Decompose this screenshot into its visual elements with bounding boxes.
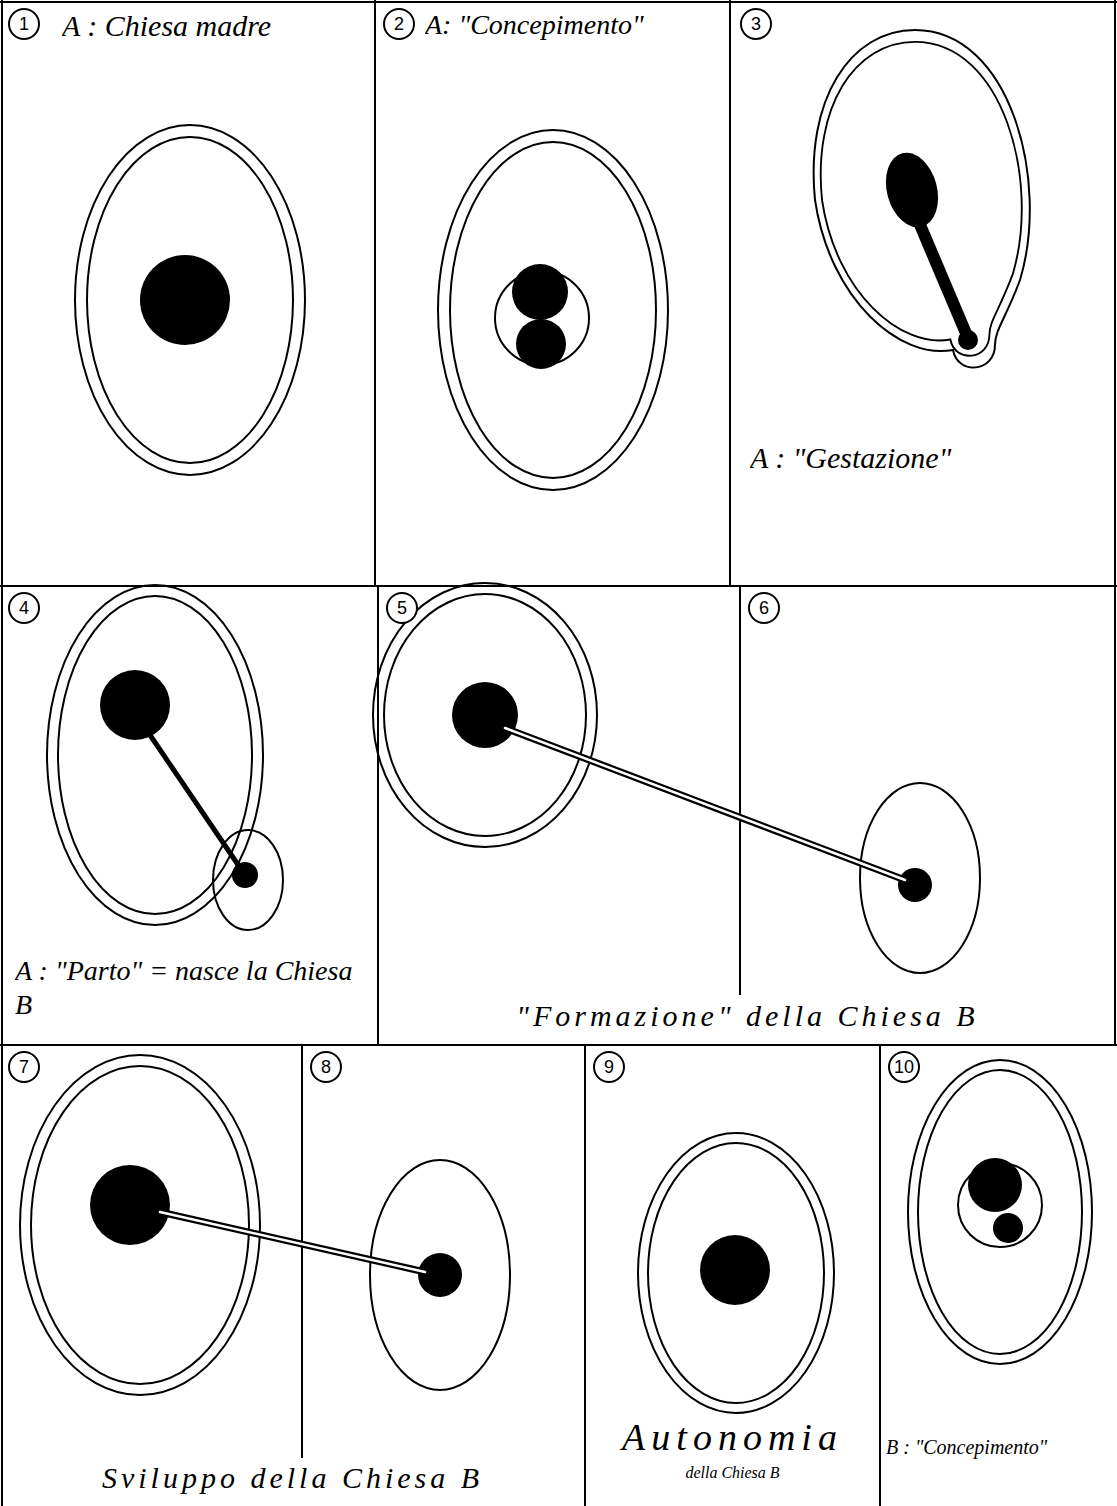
caption: A : Chiesa madre (62, 8, 367, 44)
callout-number: 6 (748, 592, 780, 624)
panel: 8 (302, 1045, 585, 1506)
callout-number: 10 (888, 1051, 920, 1083)
church-outlines (20, 30, 1092, 1413)
callout-number: 8 (310, 1051, 342, 1083)
callout-number: 2 (383, 8, 415, 40)
callout-number: 1 (8, 8, 40, 40)
callout-number: 9 (593, 1051, 625, 1083)
callout-number: 3 (740, 8, 772, 40)
panel: 9Autonomia della Chiesa B (585, 1045, 880, 1506)
panel: 3 A : "Gestazione" (730, 0, 1117, 586)
links (150, 220, 968, 1272)
church-cores (90, 147, 1023, 1305)
panel: 7 (0, 1045, 302, 1506)
callout-number: 4 (8, 592, 40, 624)
panel: 4 A : "Parto" = nasce la Chiesa B (0, 586, 378, 1045)
stage-caption: Sviluppo della Chiesa B (0, 1460, 585, 1496)
caption: A: "Concepimento" (425, 8, 723, 42)
callout-number: 7 (8, 1051, 40, 1083)
panel: 6 (740, 586, 1117, 1045)
caption: B : "Concepimento" (886, 1435, 1108, 1459)
caption: A : "Gestazione" (750, 440, 1090, 476)
stage-caption: "Formazione" della Chiesa B (378, 998, 1117, 1034)
panel: 2 A: "Concepimento" (375, 0, 730, 586)
caption: A : "Parto" = nasce la Chiesa B (15, 954, 360, 1021)
panel: 1 A : Chiesa madre (0, 0, 375, 586)
panel: 10 B : "Concepimento" (880, 1045, 1117, 1506)
callout-number: 5 (386, 592, 418, 624)
panel: 5 (378, 586, 740, 1045)
caption: della Chiesa B (590, 1463, 875, 1482)
caption: Autonomia (590, 1415, 875, 1461)
